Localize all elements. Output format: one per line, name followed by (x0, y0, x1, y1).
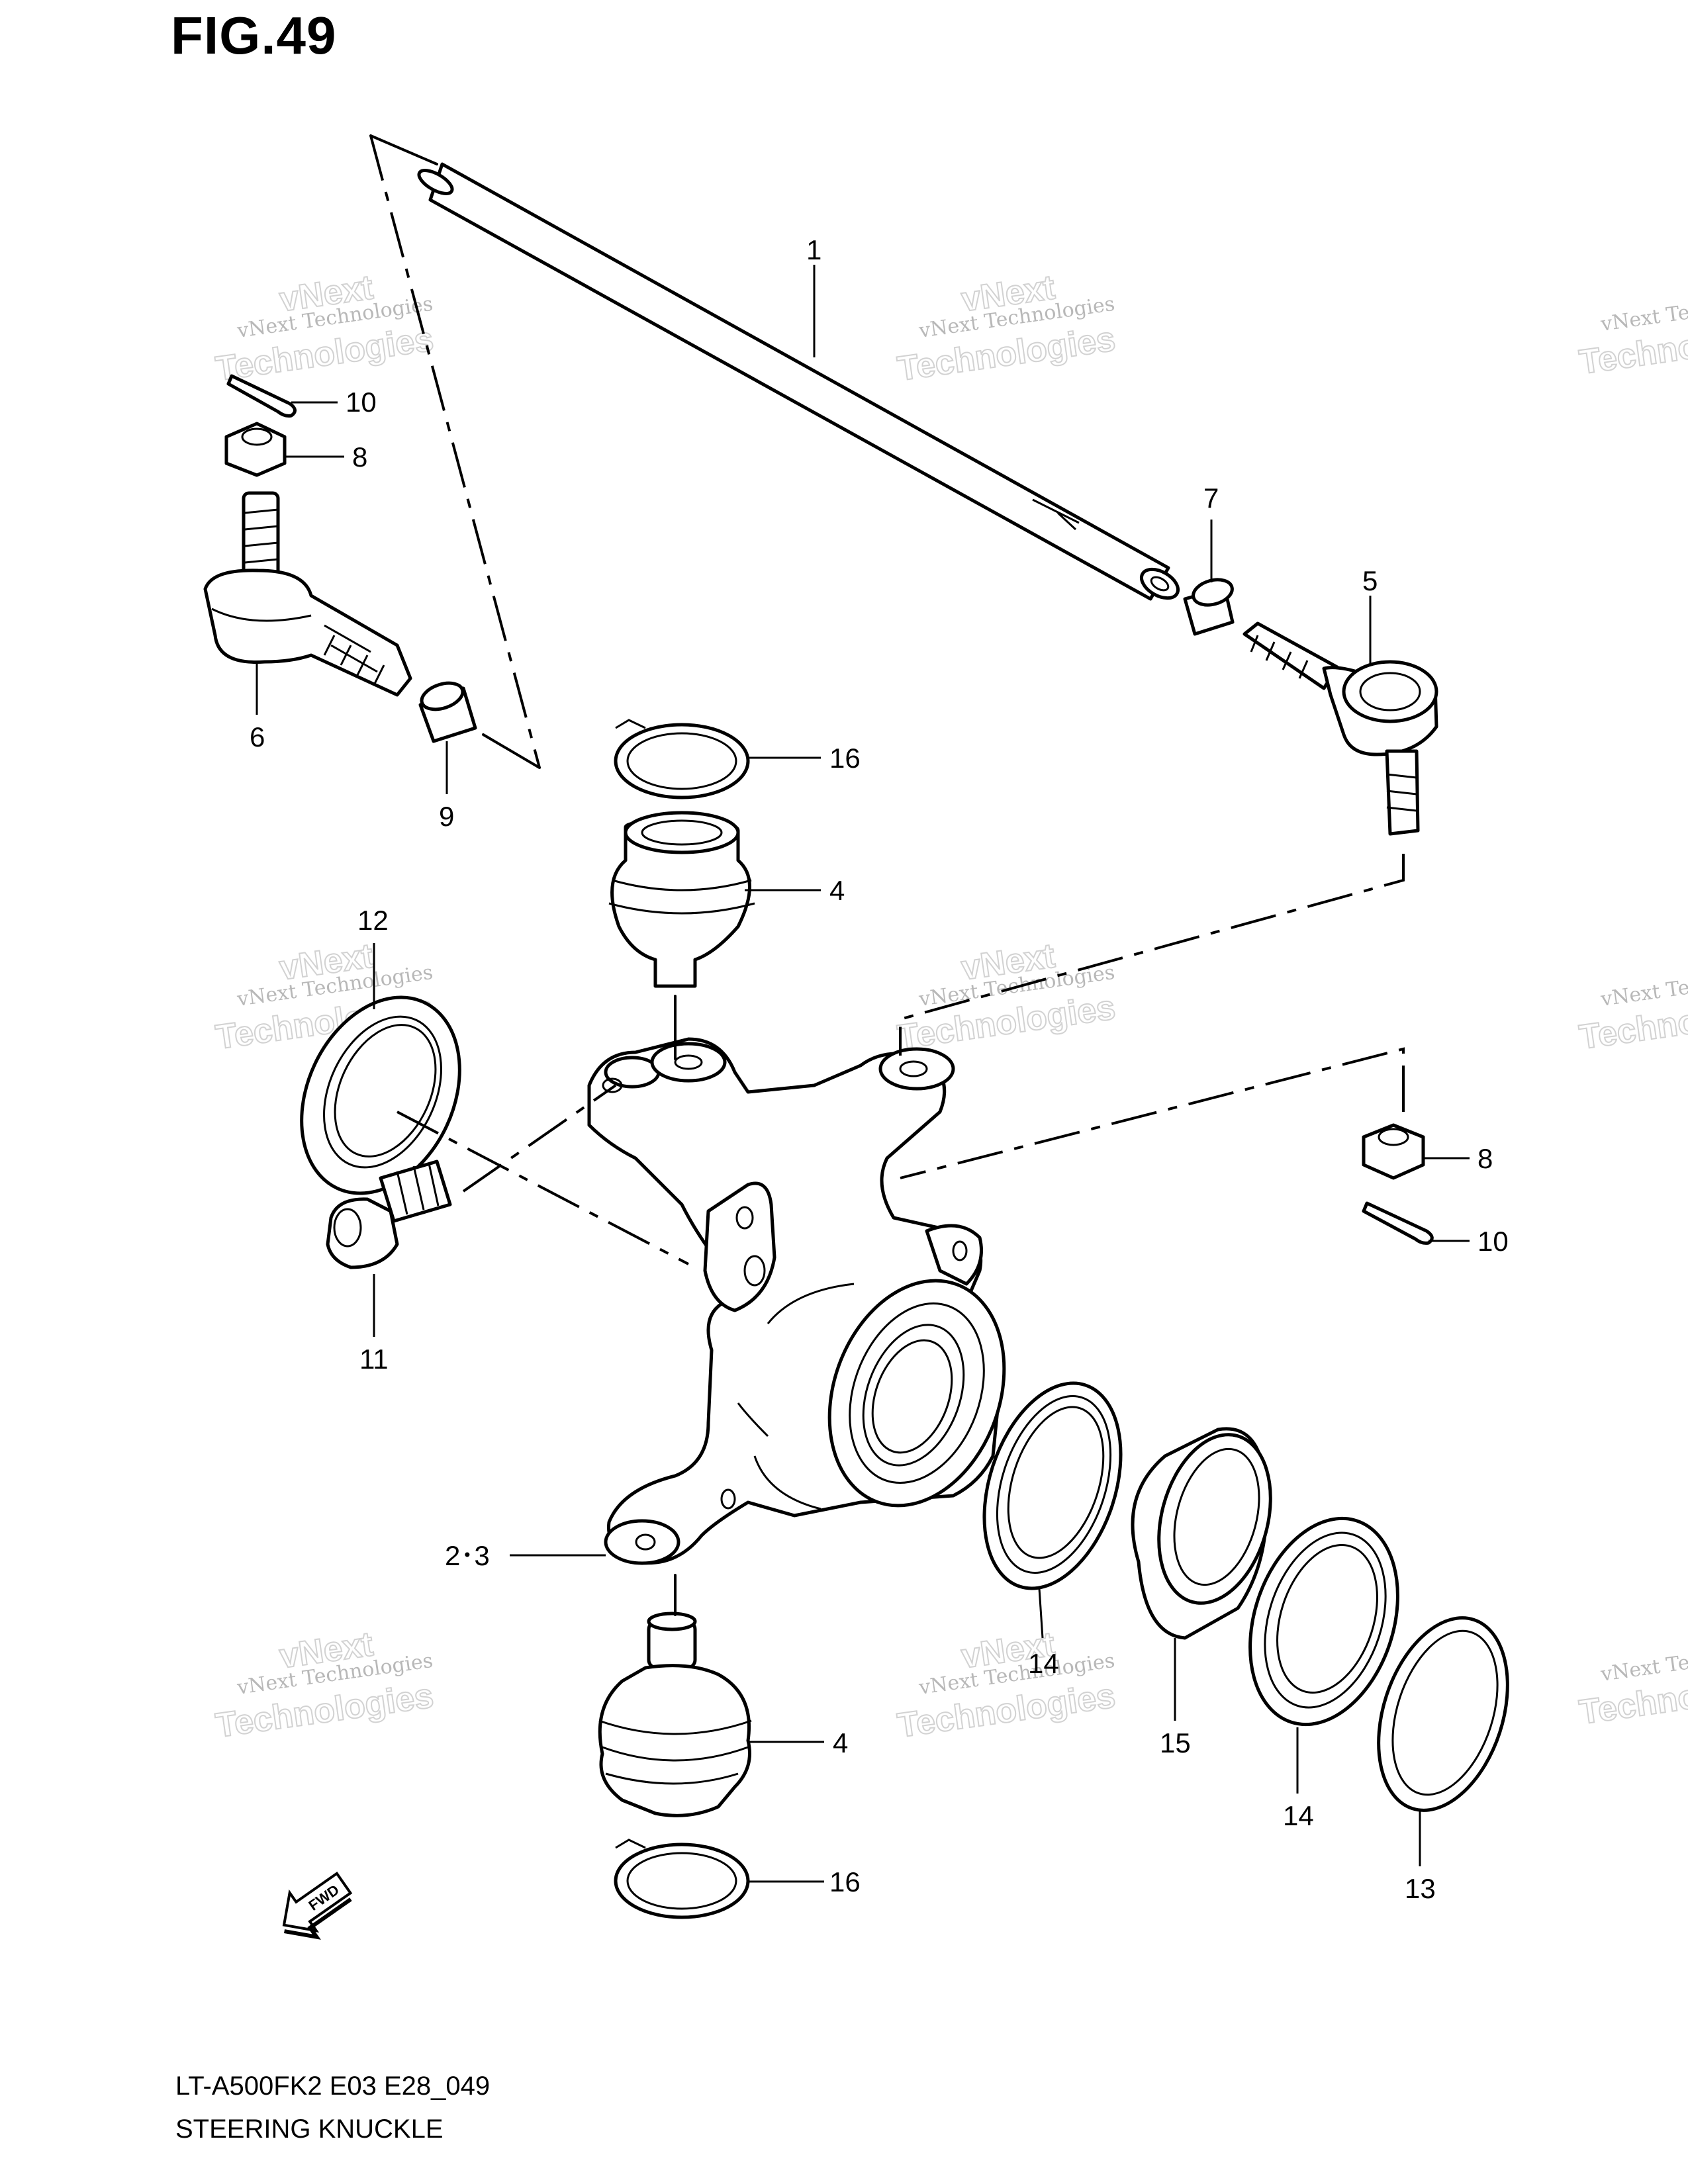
callout-2-3: 2･3 (445, 1540, 490, 1571)
castle-nut-8-lower (1362, 1123, 1425, 1180)
callout-1: 1 (806, 234, 821, 265)
diagram-code: LT-A500FK2 E03 E28_049 (175, 2071, 491, 2101)
callout-12: 12 (357, 905, 389, 936)
bearing-15 (1131, 1427, 1272, 1640)
ball-joint-4-upper (608, 811, 755, 988)
callout-9: 9 (439, 801, 454, 832)
callout-8-lower: 8 (1477, 1143, 1493, 1174)
oil-seal-12 (300, 995, 461, 1195)
callout-7: 7 (1203, 482, 1219, 514)
dust-seal-13 (1377, 1616, 1509, 1812)
ball-joint-4-lower (598, 1612, 752, 1817)
callout-4-upper: 4 (829, 875, 845, 906)
callout-10-upper: 10 (346, 387, 377, 418)
callout-6: 6 (250, 721, 265, 752)
bolt-11 (326, 1160, 452, 1269)
callout-8-upper: 8 (352, 441, 367, 473)
lock-nut-7 (1183, 578, 1235, 636)
tie-rod-bracket-lines (369, 134, 541, 769)
circlip-16-upper (614, 719, 750, 799)
callout-5: 5 (1362, 565, 1378, 596)
cotter-pin-10-lower (1362, 1201, 1434, 1245)
callout-4-lower: 4 (833, 1727, 848, 1758)
castle-nut-8-upper (224, 422, 287, 477)
steering-knuckle (587, 1037, 1006, 1565)
nut-9 (418, 681, 477, 743)
figure-title: FIG.49 (171, 6, 337, 65)
circlip-16-lower (614, 1839, 750, 1919)
callout-10-lower: 10 (1477, 1226, 1509, 1257)
tie-rod-end-5 (1243, 621, 1438, 836)
leader-lines (256, 265, 1470, 1883)
watermark-text: vNext Technologies (1599, 286, 1688, 336)
tie-rod-end-6 (203, 491, 412, 697)
callout-16-lower: 16 (829, 1866, 861, 1897)
callout-14-right: 14 (1283, 1800, 1314, 1831)
assembly-dashed-lines (397, 854, 1405, 1616)
tie-rod (417, 162, 1180, 601)
fwd-arrow-icon: FWD (282, 1872, 353, 1940)
diagram-name: STEERING KNUCKLE (175, 2115, 444, 2144)
watermark-text: vNext Technologies (1599, 961, 1688, 1011)
callout-15: 15 (1160, 1727, 1191, 1758)
oil-seal-14-right (1248, 1516, 1399, 1727)
callout-labels: 1 7 5 10 8 6 9 16 4 12 8 10 11 2･3 14 15… (250, 234, 1509, 1904)
cotter-pin-10-upper (226, 374, 297, 418)
callout-16-upper: 16 (829, 743, 861, 774)
callout-11: 11 (359, 1343, 389, 1375)
callout-13: 13 (1405, 1873, 1436, 1904)
oil-seal-14-left (982, 1381, 1123, 1590)
callout-14-left: 14 (1028, 1648, 1059, 1679)
watermark-text: vNext Technologies (1599, 1636, 1688, 1686)
